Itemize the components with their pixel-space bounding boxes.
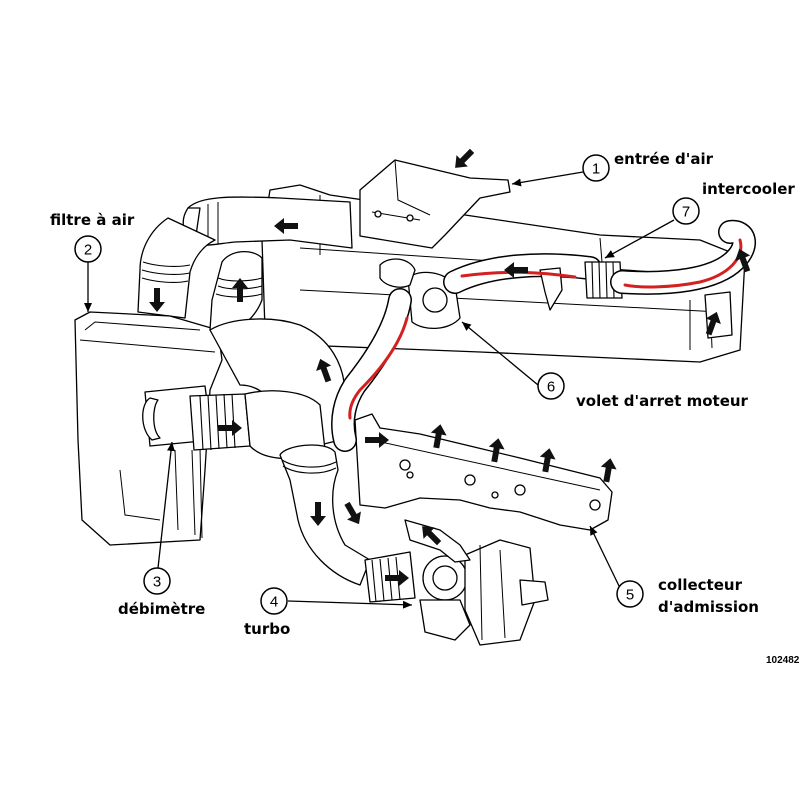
- reference-number: 102482: [766, 655, 800, 666]
- intercooler-pipe: [443, 253, 602, 311]
- leader-1: [511, 171, 584, 187]
- turbocharger: [364, 519, 549, 646]
- callout-5: 5: [616, 580, 644, 608]
- arrow-turbo-outlet: [422, 526, 442, 546]
- label-entree-air: entrée d'air: [614, 150, 714, 168]
- valve-manifold-pipe: [331, 288, 412, 452]
- arrow-manifold-entry: [365, 432, 389, 448]
- arrow-intercooler-descent: [735, 248, 751, 273]
- callout-1: 1: [582, 154, 610, 182]
- arrow-runner-4: [600, 458, 617, 483]
- callout-4: 4: [260, 587, 288, 615]
- arrow-runner-2: [488, 438, 505, 463]
- intercooler-outlet-pipe: [610, 219, 756, 339]
- leader-lines: [84, 171, 675, 609]
- svg-text:1: 1: [592, 161, 600, 178]
- callout-7: 7: [672, 197, 700, 225]
- label-turbo: turbo: [244, 620, 290, 638]
- svg-text:6: 6: [547, 379, 555, 396]
- callout-6: 6: [537, 372, 565, 400]
- label-collecteur-line1: collecteur: [658, 576, 743, 594]
- arrow-curved-return: [344, 501, 361, 525]
- callout-3: 3: [143, 567, 171, 595]
- label-debimetre: débimètre: [118, 600, 205, 618]
- arrow-turbo-feed: [310, 502, 326, 526]
- air-inlet-duct: [359, 159, 511, 249]
- arrow-intercooler-pipe: [504, 262, 528, 278]
- arrow-runner-1: [430, 424, 447, 449]
- flow-path-descent: [348, 316, 409, 420]
- arrow-intercooler-up: [705, 311, 721, 336]
- leader-5: [589, 525, 621, 589]
- leader-6: [461, 321, 539, 386]
- arrow-turbo-inlet: [385, 570, 409, 586]
- arrow-inlet: [455, 148, 475, 168]
- arrow-upper-pipe: [274, 218, 298, 234]
- air-flow-meter: [142, 385, 326, 460]
- intake-manifold: [354, 413, 613, 531]
- leader-3: [157, 441, 175, 569]
- label-collecteur-line2: d'admission: [658, 598, 759, 616]
- arrow-duct-bend: [316, 358, 332, 383]
- svg-text:4: 4: [270, 594, 278, 611]
- flow-arrows: [149, 148, 751, 586]
- label-filtre-air: filtre à air: [50, 211, 135, 229]
- label-volet: volet d'arret moteur: [576, 392, 749, 410]
- turbo-feed-pipe: [279, 444, 371, 586]
- svg-text:5: 5: [626, 587, 634, 604]
- leader-7: [604, 219, 675, 259]
- arrow-runner-3: [539, 448, 556, 473]
- svg-text:7: 7: [682, 204, 690, 221]
- callout-2: 2: [74, 235, 102, 263]
- svg-text:2: 2: [84, 242, 92, 259]
- arrow-filter-hose: [149, 288, 165, 312]
- arrow-secondary-hose: [232, 278, 248, 302]
- svg-text:3: 3: [153, 574, 161, 591]
- arrow-flow-meter: [218, 420, 242, 436]
- leader-4: [287, 600, 413, 609]
- label-intercooler: intercooler: [702, 180, 795, 198]
